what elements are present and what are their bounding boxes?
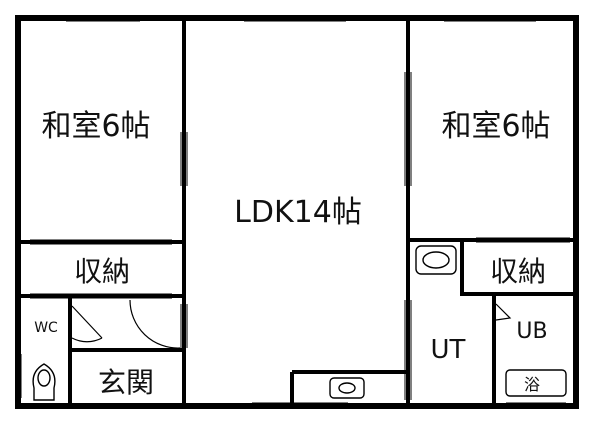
doors — [71, 299, 512, 349]
toilet-icon — [32, 363, 56, 401]
kitchen-sink-icon — [329, 377, 365, 399]
room-label-unit-bath: UB — [516, 319, 547, 344]
room-label-wc: WC — [34, 320, 58, 336]
bathtub-icon — [505, 369, 567, 397]
room-label-storage-right: 収納 — [490, 255, 546, 288]
windows — [15, 15, 570, 409]
interior-walls — [18, 18, 576, 406]
room-label-utility: UT — [431, 335, 466, 365]
washbasin-icon — [415, 245, 457, 275]
fixtures — [32, 245, 567, 401]
room-label-storage-left: 収納 — [74, 255, 130, 288]
room-label-washitsu-right: 和室6帖 — [441, 109, 550, 144]
outer-walls — [15, 15, 579, 409]
room-label-entrance: 玄関 — [98, 366, 154, 399]
room-label-bath-tub: 浴 — [524, 375, 540, 394]
room-label-ldk: LDK14帖 — [234, 195, 362, 230]
room-label-washitsu-left: 和室6帖 — [41, 109, 150, 144]
